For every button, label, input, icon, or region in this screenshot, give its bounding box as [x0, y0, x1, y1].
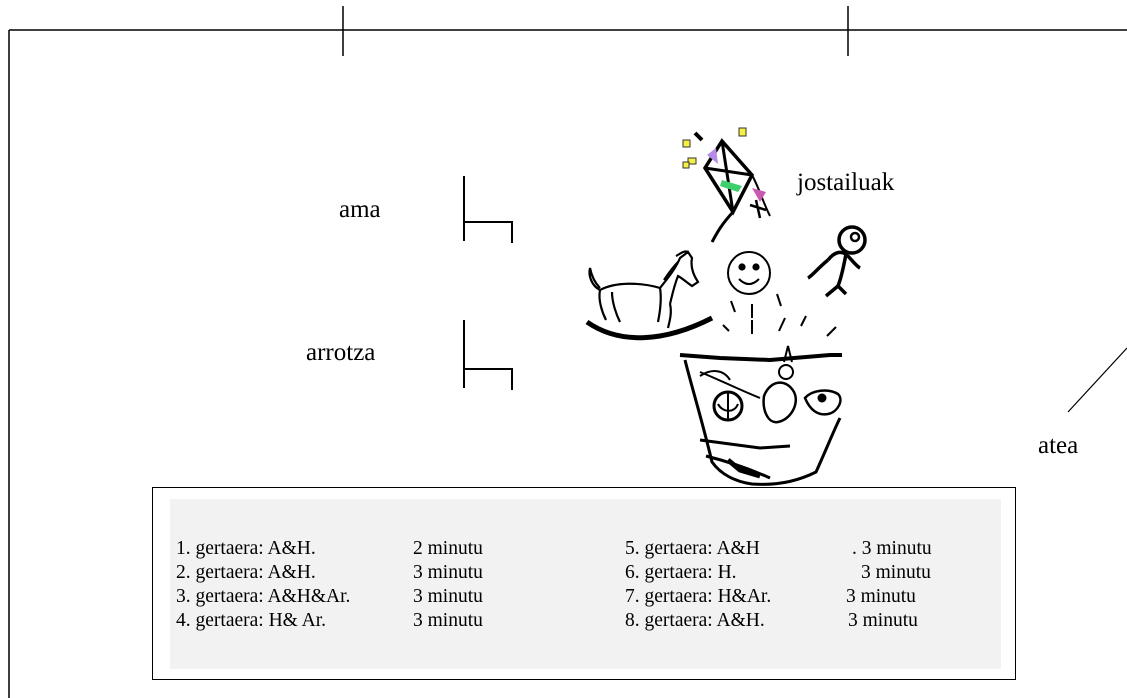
smiley-face-icon: [727, 251, 782, 318]
ray-lines: [722, 315, 837, 337]
stranger-label: arrotza: [306, 339, 376, 366]
event-duration: 3 minutu: [413, 610, 483, 631]
legend-row: 7. gertaera: H&Ar. 3 minutu: [625, 585, 985, 609]
door-label: atea: [1038, 432, 1079, 459]
legend-row: 6. gertaera: H. 3 minutu: [625, 561, 985, 585]
rocking-horse-icon: [585, 250, 714, 341]
event-name: 2. gertaera: A&H.: [176, 562, 316, 583]
event-duration: 3 minutu: [848, 610, 918, 631]
legend-row: 4. gertaera: H& Ar. 3 minutu: [176, 609, 536, 633]
event-name: 5. gertaera: A&H: [625, 538, 760, 559]
event-duration: 3 minutu: [861, 562, 931, 583]
legend-row: 2. gertaera: A&H. 3 minutu: [176, 561, 536, 585]
legend-column-left: 1. gertaera: A&H. 2 minutu 2. gertaera: …: [176, 537, 536, 633]
event-name: 3. gertaera: A&H&Ar.: [176, 586, 351, 607]
legend-panel: 1. gertaera: A&H. 2 minutu 2. gertaera: …: [170, 499, 1001, 669]
toys-label: jostailuak: [797, 169, 895, 196]
event-name: 6. gertaera: H.: [625, 562, 737, 583]
toy-chest-icon: [679, 345, 842, 486]
event-duration: 2 minutu: [413, 538, 483, 559]
event-name: 4. gertaera: H& Ar.: [176, 610, 326, 631]
event-duration: 3 minutu: [413, 586, 483, 607]
chair-icon: [463, 320, 513, 390]
event-name: 7. gertaera: H&Ar.: [625, 586, 772, 607]
event-name: 8. gertaera: A&H.: [625, 610, 765, 631]
event-duration: 3 minutu: [413, 562, 483, 583]
legend-row: 1. gertaera: A&H. 2 minutu: [176, 537, 536, 561]
event-duration: 3 minutu: [846, 586, 916, 607]
baby-doll-icon: [807, 225, 867, 298]
event-legend: 1. gertaera: A&H. 2 minutu 2. gertaera: …: [152, 487, 1016, 680]
legend-row: 8. gertaera: A&H. 3 minutu: [625, 609, 985, 633]
room-outline: [8, 6, 1127, 698]
legend-row: 5. gertaera: A&H . 3 minutu: [625, 537, 985, 561]
legend-row: 3. gertaera: A&H&Ar. 3 minutu: [176, 585, 536, 609]
event-duration: . 3 minutu: [852, 538, 932, 559]
mother-label: ama: [339, 196, 381, 223]
door-line: [1067, 347, 1127, 413]
kite-icon: [682, 127, 771, 243]
legend-column-right: 5. gertaera: A&H . 3 minutu 6. gertaera:…: [625, 537, 985, 633]
chair-icon: [463, 176, 513, 243]
event-name: 1. gertaera: A&H.: [176, 538, 316, 559]
